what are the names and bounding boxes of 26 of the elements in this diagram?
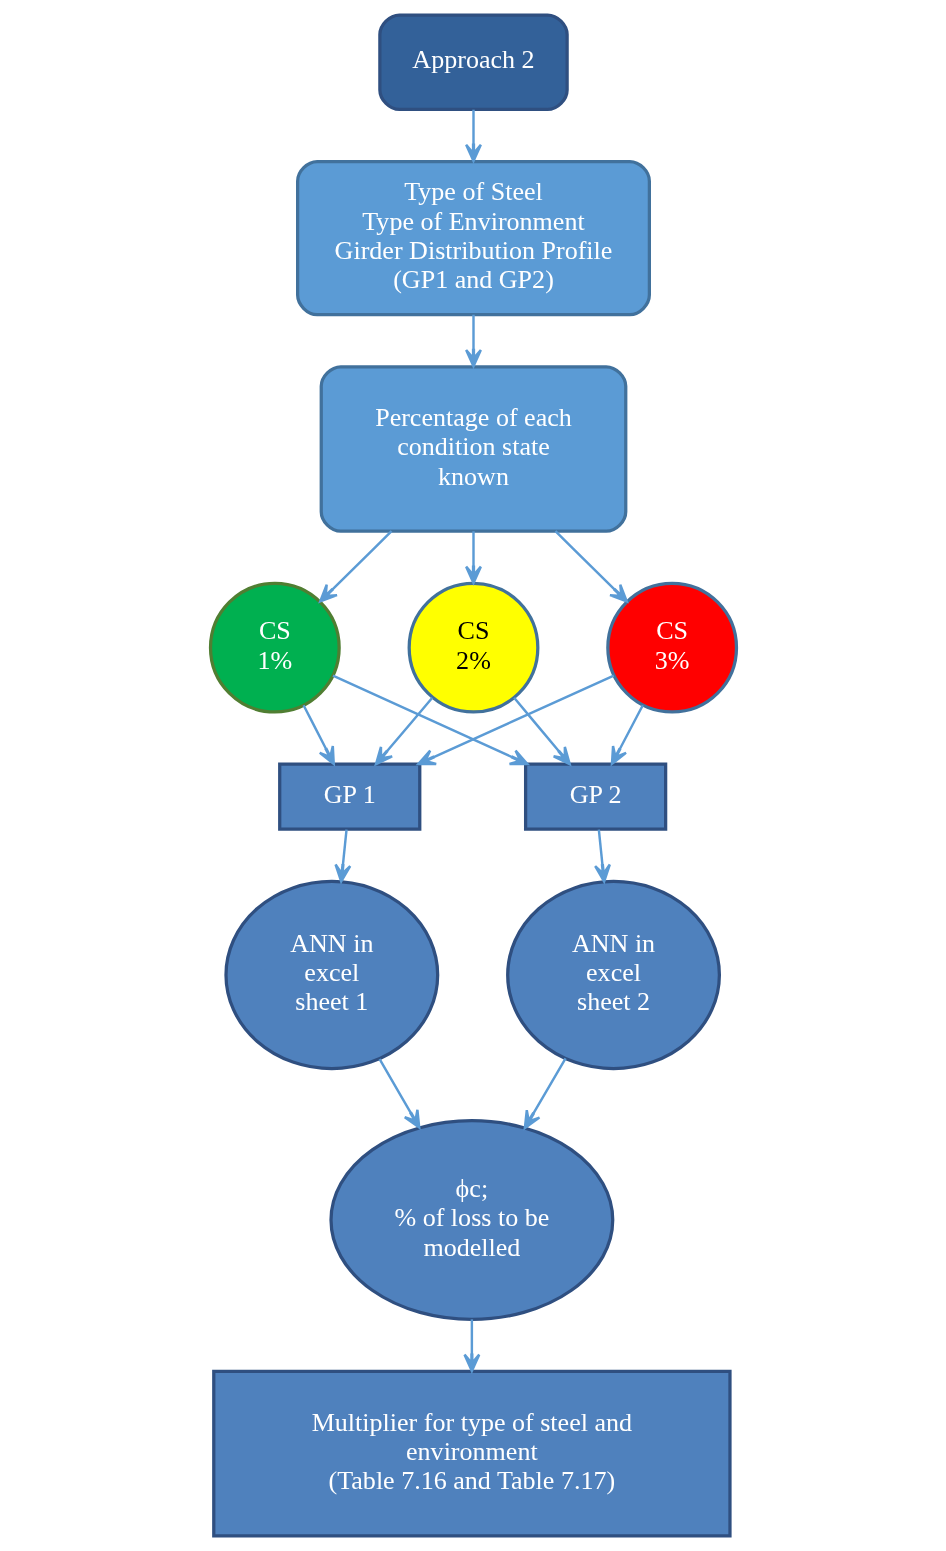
arrow — [593, 829, 611, 883]
arrow — [318, 530, 392, 603]
arrow — [512, 697, 571, 766]
node-box: GP 2 — [523, 762, 667, 831]
node-ellipse: ϕc; % of loss to be modelled — [328, 1119, 614, 1322]
node-circle: CS 2% — [407, 581, 539, 714]
arrow — [331, 674, 529, 766]
arrow — [333, 829, 351, 883]
arrow — [464, 314, 482, 368]
arrow — [464, 531, 482, 585]
arrow — [374, 697, 433, 766]
node-ellipse: ANN in excel sheet 1 — [223, 879, 439, 1071]
arrow — [302, 704, 335, 766]
node-box: GP 1 — [277, 762, 421, 831]
node-box: Approach 2 — [377, 13, 569, 112]
node-ellipse: ANN in excel sheet 2 — [505, 879, 721, 1071]
arrow — [610, 704, 644, 766]
arrow — [523, 1057, 567, 1130]
node-box: Multiplier for type of steel and environment (Table 7.16 and Table 7.17) — [211, 1369, 732, 1538]
arrow — [462, 1319, 480, 1373]
arrow — [416, 674, 614, 766]
arrow — [464, 109, 482, 163]
arrow — [378, 1058, 420, 1129]
arrow — [554, 530, 628, 603]
node-box: Type of Steel Type of Environment Girder Distribution Profile (GP1 and GP2) — [295, 159, 651, 317]
node-box: Percentage of each condition state known — [319, 365, 627, 533]
